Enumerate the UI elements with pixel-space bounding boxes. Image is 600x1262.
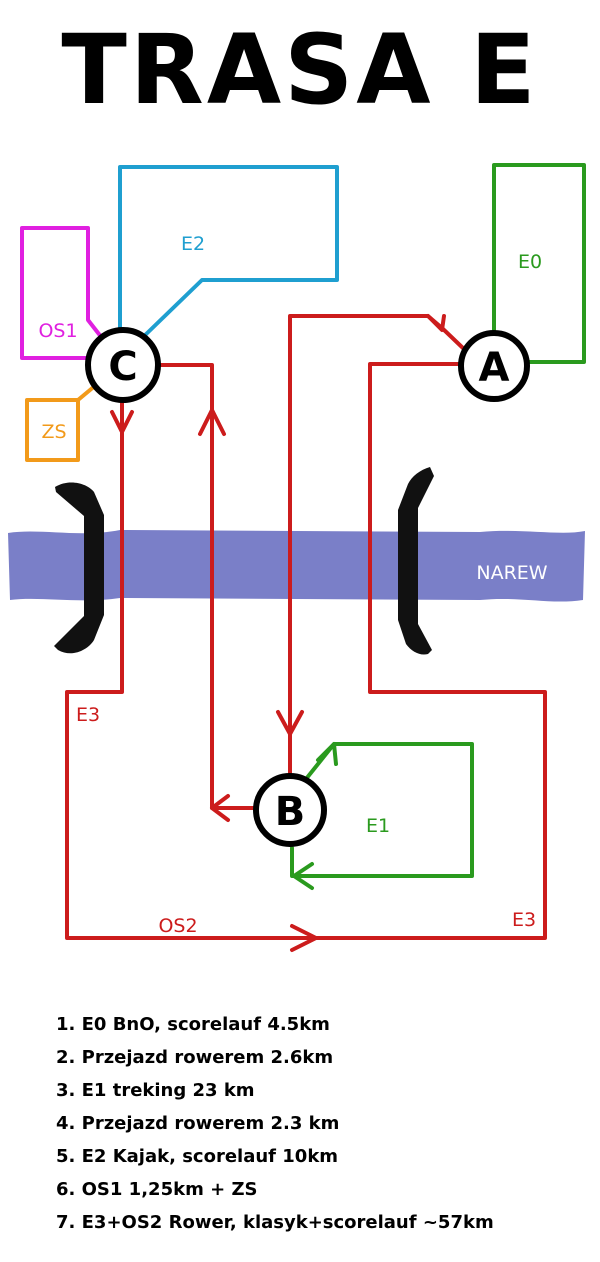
node-a: A [458,330,530,402]
route-e3-loop [65,362,547,940]
os2-label: OS2 [158,915,197,937]
e3-left-label: E3 [76,704,100,726]
e1-label: E1 [366,815,390,837]
list-item: 1. E0 BnO, scorelauf 4.5km [56,1014,330,1035]
e0-label: E0 [518,251,542,273]
node-c-label: C [108,344,137,390]
node-c: C [85,327,161,403]
e0-area [492,163,586,364]
steps-list: 1. E0 BnO, scorelauf 4.5km 2. Przejazd r… [56,1008,494,1239]
list-item: 2. Przejazd rowerem 2.6km [56,1047,334,1068]
route-b-to-c [158,363,256,810]
os1-area [20,226,104,360]
zs-area [25,383,98,462]
river-label: NAREW [476,562,547,584]
red-routes [65,314,547,952]
list-item: 6. OS1 1,25km + ZS [56,1179,258,1200]
route-map: NAREW E2 OS1 ZS E0 E1 E [8,163,586,952]
e2-area [118,165,339,342]
node-a-label: A [479,345,510,391]
river-narew [8,530,585,602]
e3-right-label: E3 [512,909,536,931]
node-b-label: B [275,789,306,835]
bridge-left-bank [54,482,104,654]
list-item: 5. E2 Kajak, scorelauf 10km [56,1146,339,1167]
node-b: B [253,773,327,847]
os1-label: OS1 [38,320,77,342]
e2-label: E2 [181,233,205,255]
list-item: 4. Przejazd rowerem 2.3 km [56,1113,340,1134]
list-item: 7. E3+OS2 Rower, klasyk+scorelauf ~57km [56,1212,494,1233]
list-item: 3. E1 treking 23 km [56,1080,255,1101]
e1-loop [290,742,474,890]
zs-label: ZS [41,421,66,443]
page-title: TRASA E [61,14,539,126]
bridge-right-bank [398,467,434,655]
